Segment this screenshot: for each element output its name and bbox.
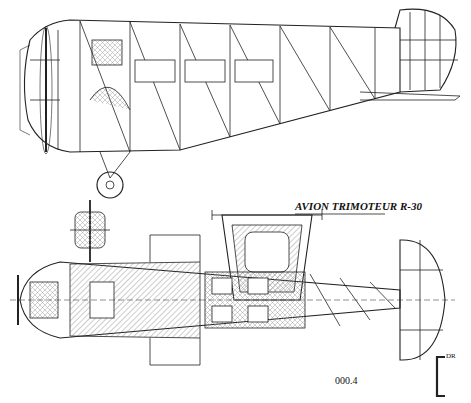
title-underline [295, 214, 385, 215]
section-view [212, 210, 322, 300]
drawing-title: AVION TRIMOTEUR R-30 [295, 200, 422, 212]
sheet-number: 000.4 [335, 375, 358, 386]
sheet-bracket [437, 357, 445, 396]
sheet-mark: DR [446, 352, 456, 360]
plan-view [10, 235, 455, 365]
front-view [70, 200, 110, 262]
side-view [20, 9, 460, 198]
